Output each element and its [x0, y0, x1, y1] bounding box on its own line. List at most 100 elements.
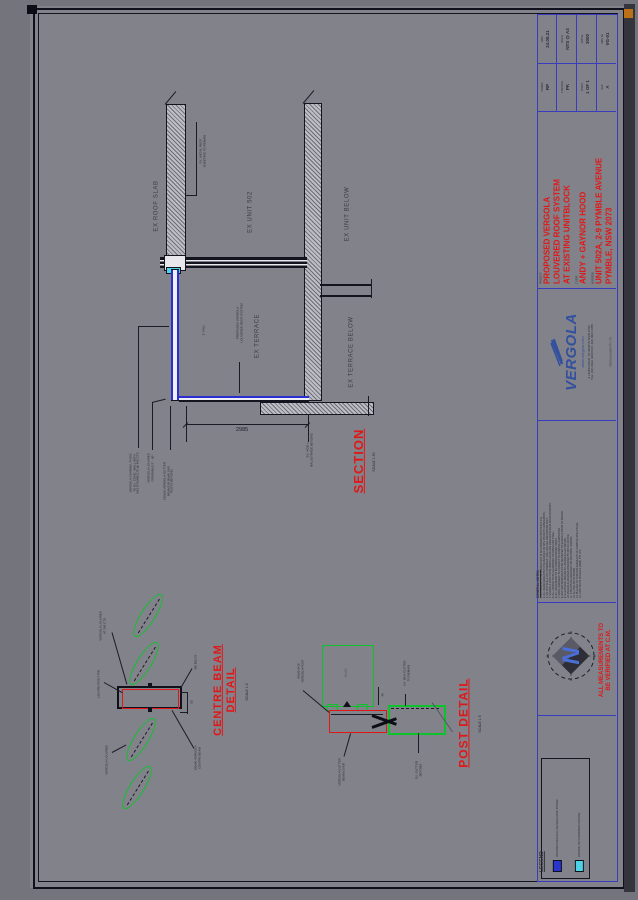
gutter-beam-inner-line — [331, 714, 383, 715]
post-detail-title: POST DETAIL — [456, 678, 471, 768]
ex-beam — [160, 257, 307, 268]
dim-text: 50 — [189, 700, 194, 704]
title-line: CENTRE BEAM — [211, 644, 224, 736]
ex-roof-slab — [166, 104, 186, 266]
section-scale: SCALE 1:50 — [372, 452, 377, 472]
table-cell-drawn: DRAWN RP — [541, 65, 550, 109]
pivot-bolt — [148, 708, 152, 712]
leader-line — [152, 402, 153, 450]
ex-roof-slab-label: EX ROOF SLAB — [153, 180, 160, 232]
sheet-inner-border — [38, 13, 618, 882]
ex-terrace-label: EX TERRACE — [254, 313, 261, 359]
post-right-top-note: EX. BOX GUTTER TO REMAIN — [402, 651, 410, 695]
vergola-stripes-icon — [549, 289, 564, 415]
vergola-beam-line — [179, 396, 309, 402]
cell-value: VG-01 — [604, 32, 610, 46]
vergola-roof-line — [171, 269, 179, 401]
dim-extension — [308, 414, 309, 442]
note-line: CENTRE BEAM — [197, 747, 201, 769]
leader-line — [405, 694, 406, 706]
corner-mark-orange — [624, 9, 633, 18]
post-detail-scale: SCALE 1:5 — [478, 715, 483, 733]
centre-beam-web — [122, 689, 179, 709]
section-title: SECTION — [350, 428, 366, 494]
cell-value: A — [604, 85, 610, 89]
vergola-roof-note: PROPOSED VERGOLA LOUVERED ROOF SYSTEM — [235, 276, 243, 371]
verify-line: ALL MEASUREMENTS TO — [598, 622, 605, 698]
address-line: UNIT 502A, 2-9 PYMBLE AVENUE — [594, 157, 604, 284]
table-cell-sheet: SHEET 1 OF 1 — [581, 65, 590, 109]
leader-line — [418, 733, 419, 753]
centre-beam-flange — [117, 686, 182, 688]
pivot-bolt — [148, 683, 152, 687]
ex-terrace-below-slab — [260, 402, 374, 415]
centre-beam-scale: SCALE 1:5 — [245, 683, 250, 701]
louvres-top-note: VERGOLA LOUVRES AT 200 CTS — [98, 598, 106, 654]
table-cell-rev: REV A — [601, 65, 610, 109]
legend-label: EXISTING POLYCARBONATE ROOFING — [577, 812, 581, 857]
vergola-website: www.vergola.com — [580, 336, 586, 368]
table-cell-job: JOB No 3000 — [581, 17, 590, 61]
post-bottom-right-note: EX. GUTTER BEYOND — [414, 750, 422, 790]
note-line: BEAM OVER — [341, 763, 345, 781]
title-block-frame — [537, 14, 618, 882]
corner-chip-black — [27, 5, 37, 14]
legend-label: PROPOSED VERGOLA LOUVERED ROOF SYSTEM — [555, 799, 559, 857]
ex-unit-below-label: EX UNIT BELOW — [344, 186, 351, 242]
note-line: OPERABLE 0° - 90° — [150, 454, 154, 482]
address-line: PYMBLE, NSW 2073 — [604, 207, 614, 284]
ex-wall — [304, 103, 322, 401]
verify-line: BE VERIFIED AT C.M. — [606, 629, 612, 691]
legend-swatch-blue — [552, 860, 562, 872]
cell-value: 3000 — [584, 34, 590, 45]
legend-title: LEGEND — [538, 851, 545, 872]
note-line: POSTS BEYOND — [169, 469, 174, 493]
titleblock-divider — [538, 420, 616, 421]
ex-balustrade-rail — [320, 284, 372, 297]
beam-note: 150x50 VERGOLA CENTRE BEAM — [193, 732, 201, 784]
sheet-paper — [30, 6, 624, 888]
note-line: BALUSTRADE BEYOND — [309, 433, 313, 467]
legend-swatch-cyan — [574, 860, 584, 872]
cell-value: 24.08.21 — [544, 30, 550, 48]
post-left-note: 90x90 SHS VERGOLA POST — [296, 648, 304, 694]
dim-extension — [180, 692, 188, 693]
ex-terrace-below-label: EX TERRACE BELOW — [348, 316, 355, 388]
project-line: PROPOSED VERGOLA — [542, 196, 552, 284]
post-pivot-mark — [343, 701, 351, 707]
ex-unit-label: EX UNIT 502 — [247, 191, 254, 233]
legend-box — [541, 758, 590, 879]
centre-beam-title: CENTRE BEAM DETAIL — [212, 625, 238, 755]
table-divider — [538, 111, 616, 112]
verify-note: ALL MEASUREMENTS TO BE VERIFIED AT C.M. — [599, 600, 613, 720]
centre-beam-end — [117, 686, 119, 709]
annotation-c: 150x50 VERGOLA GUTTER BEAM ON 90x90 SHS … — [163, 451, 175, 511]
note-line: VERGOLA POST — [300, 659, 304, 683]
table-cell-checked: CHECKED PK — [561, 65, 570, 109]
vergola-company-name: VERGOLA (NSW) PTY LTD — [609, 337, 613, 367]
ex-gutter-dash-line — [391, 708, 439, 709]
louvres-bottom-note: VERGOLA LOUVRES — [104, 745, 109, 775]
slab-end-tick — [368, 396, 369, 416]
dim-extension — [180, 712, 188, 713]
table-cell-scale: SCALE NTS @ A3 — [561, 17, 570, 61]
legend-entry: PROPOSED VERGOLA LOUVERED ROOF SYSTEM — [547, 762, 567, 872]
note-line: M10 DYNABOLTS @ 450 CTS — [135, 452, 140, 494]
project-text-block: PROJECT: PROPOSED VERGOLA LOUVERED ROOF … — [540, 114, 615, 284]
leader-line — [138, 326, 169, 327]
legend-content: LEGEND PROPOSED VERGOLA LOUVERED ROOF SY… — [539, 762, 589, 872]
legend-entry: EXISTING POLYCARBONATE ROOFING — [569, 762, 589, 872]
cell-value: 1 OF 1 — [584, 80, 590, 94]
leader-line — [170, 406, 171, 450]
post-size-label: 90x90 — [344, 668, 349, 678]
table-cell-date: DATE 24.08.21 — [541, 17, 550, 61]
note-line: LOUVERED ROOF SYSTEM — [239, 303, 243, 343]
vergola-logo-block: VERGOLA www.vergola.com 2 LINKS ROAD, ST… — [549, 289, 595, 415]
leader-line — [196, 122, 197, 196]
client-name: ANDY + GAYNOR HOOD — [578, 191, 588, 284]
dim-line — [378, 687, 379, 705]
pivot-pin-note: LOUVRE PIVOT PIN — [96, 670, 101, 698]
leader-line — [185, 195, 196, 196]
table-cell-dwg: DWG No VG-01 — [601, 17, 610, 61]
